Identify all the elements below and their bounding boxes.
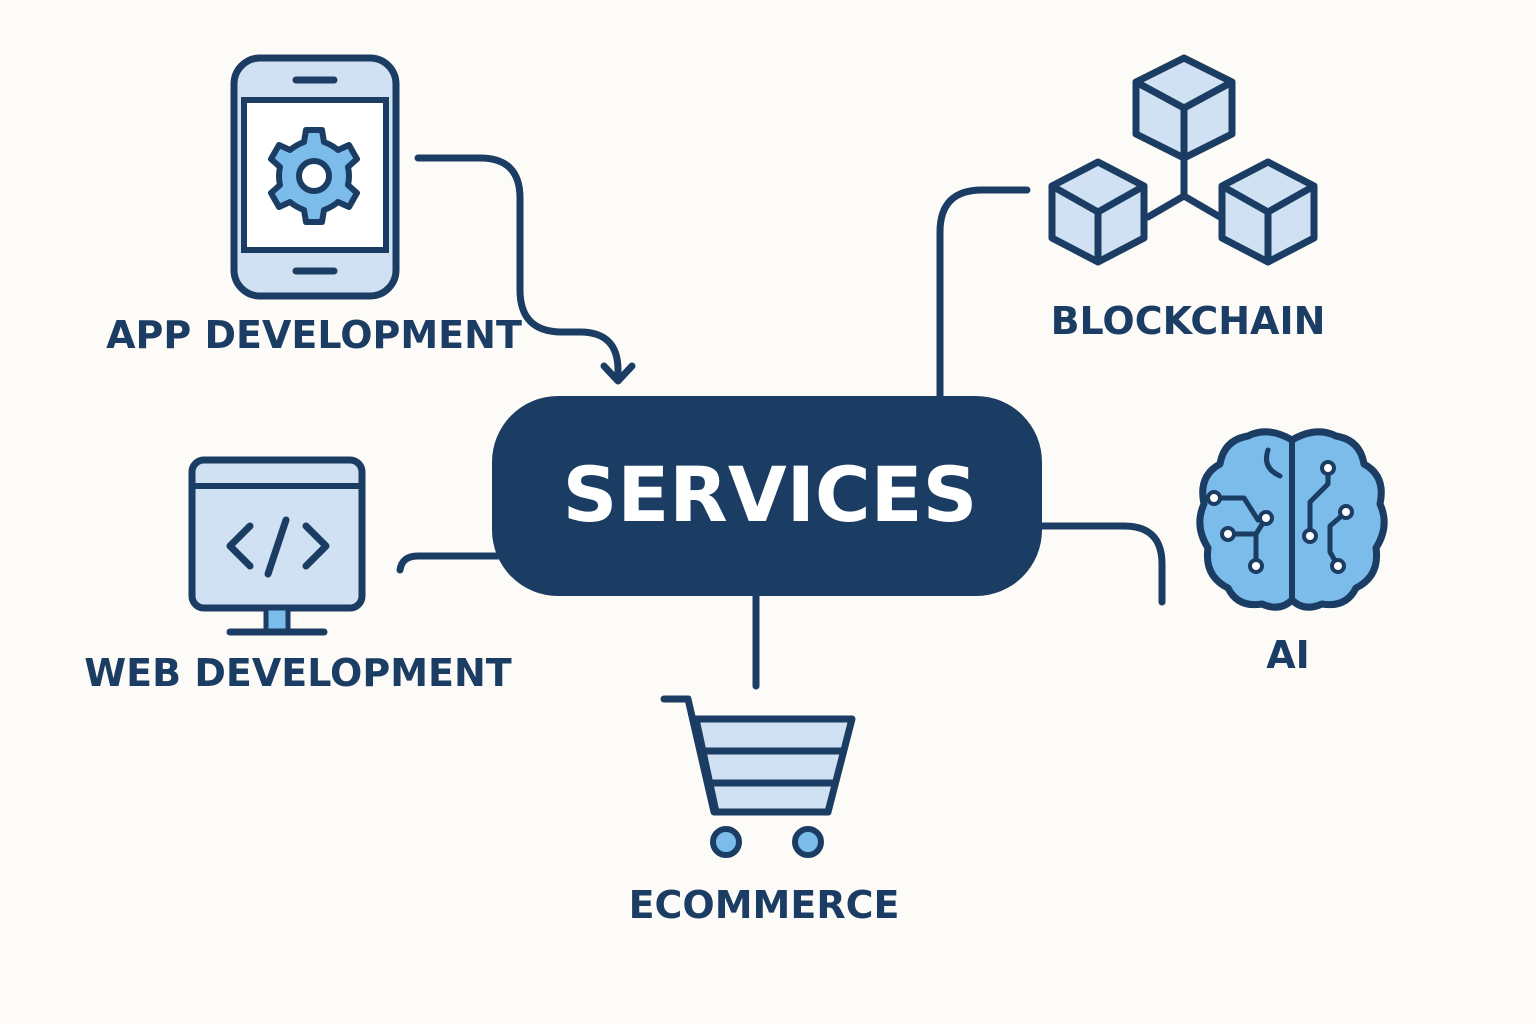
- service-label-app-development: APP DEVELOPMENT: [106, 313, 522, 357]
- monitor-code-icon: [188, 456, 366, 636]
- connector-app: [414, 154, 636, 385]
- blockchain-cubes-icon: [1048, 54, 1318, 266]
- service-blockchain: BLOCKCHAIN: [1048, 54, 1326, 343]
- shopping-cart-icon: [660, 695, 856, 858]
- service-label-ai: AI: [1266, 633, 1310, 677]
- brain-circuit-icon: [1196, 428, 1388, 611]
- connector-ai: [1036, 522, 1166, 606]
- center-node-label: SERVICES: [563, 450, 978, 539]
- service-app-development: APP DEVELOPMENT: [106, 54, 522, 357]
- center-node-box: [492, 396, 1042, 596]
- service-web-development: WEB DEVELOPMENT: [84, 456, 512, 695]
- service-ecommerce: ECOMMERCE: [629, 695, 900, 927]
- service-label-web-development: WEB DEVELOPMENT: [84, 651, 512, 695]
- center-node: SERVICES: [492, 396, 1042, 596]
- connector-blockchain: [936, 186, 1031, 400]
- connector-web: [396, 552, 502, 574]
- smartphone-gear-icon: [230, 54, 400, 300]
- service-label-blockchain: BLOCKCHAIN: [1051, 299, 1326, 343]
- service-ai: AI: [1196, 428, 1388, 677]
- service-label-ecommerce: ECOMMERCE: [629, 883, 900, 927]
